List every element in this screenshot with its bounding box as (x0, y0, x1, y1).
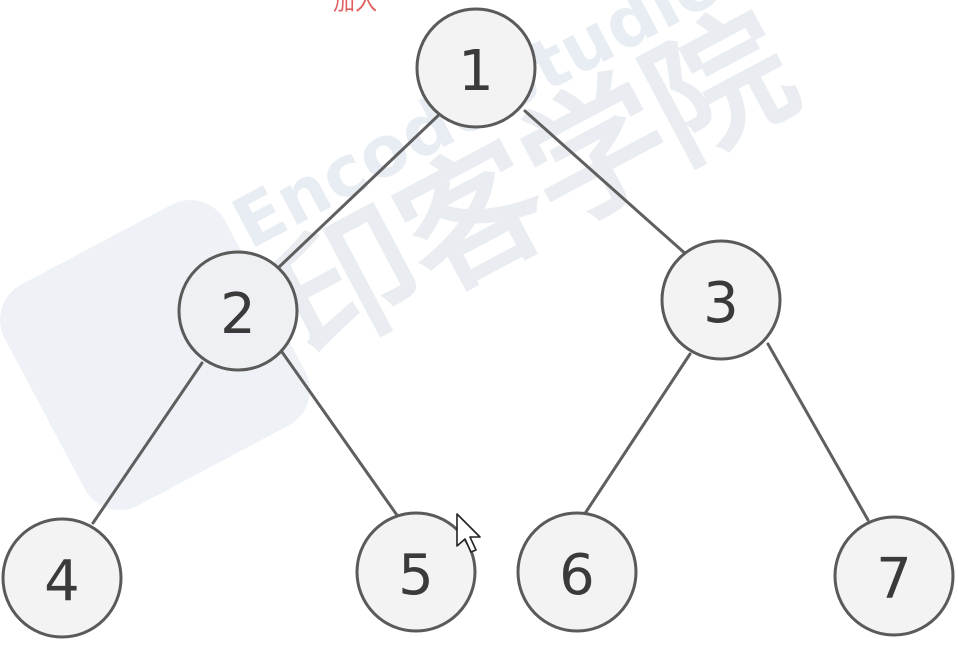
node-label-5: 5 (398, 543, 434, 608)
edge-3-7 (766, 342, 870, 522)
tree-node-3: 3 (660, 239, 782, 361)
edge-1-3 (523, 109, 690, 258)
nodes: 1 2 3 4 5 6 7 (1, 7, 955, 639)
edges (91, 109, 870, 525)
node-label-7: 7 (876, 547, 912, 612)
node-label-6: 6 (559, 543, 595, 608)
edge-3-6 (580, 352, 692, 520)
tree-node-5: 5 (355, 511, 477, 633)
tree-node-1: 1 (415, 7, 537, 129)
watermark-top-fragment: 加入 (333, 0, 377, 16)
node-label-2: 2 (220, 282, 256, 347)
node-label-1: 1 (458, 39, 494, 104)
tree-node-4: 4 (1, 517, 123, 639)
mouse-cursor-icon (456, 513, 481, 553)
node-label-3: 3 (703, 271, 739, 336)
edge-2-4 (91, 361, 204, 525)
tree-node-7: 7 (833, 515, 955, 637)
tree-node-6: 6 (516, 511, 638, 633)
edge-1-2 (276, 109, 445, 270)
tree-node-2: 2 (177, 250, 299, 372)
node-label-4: 4 (44, 549, 80, 614)
edge-2-5 (280, 350, 401, 520)
